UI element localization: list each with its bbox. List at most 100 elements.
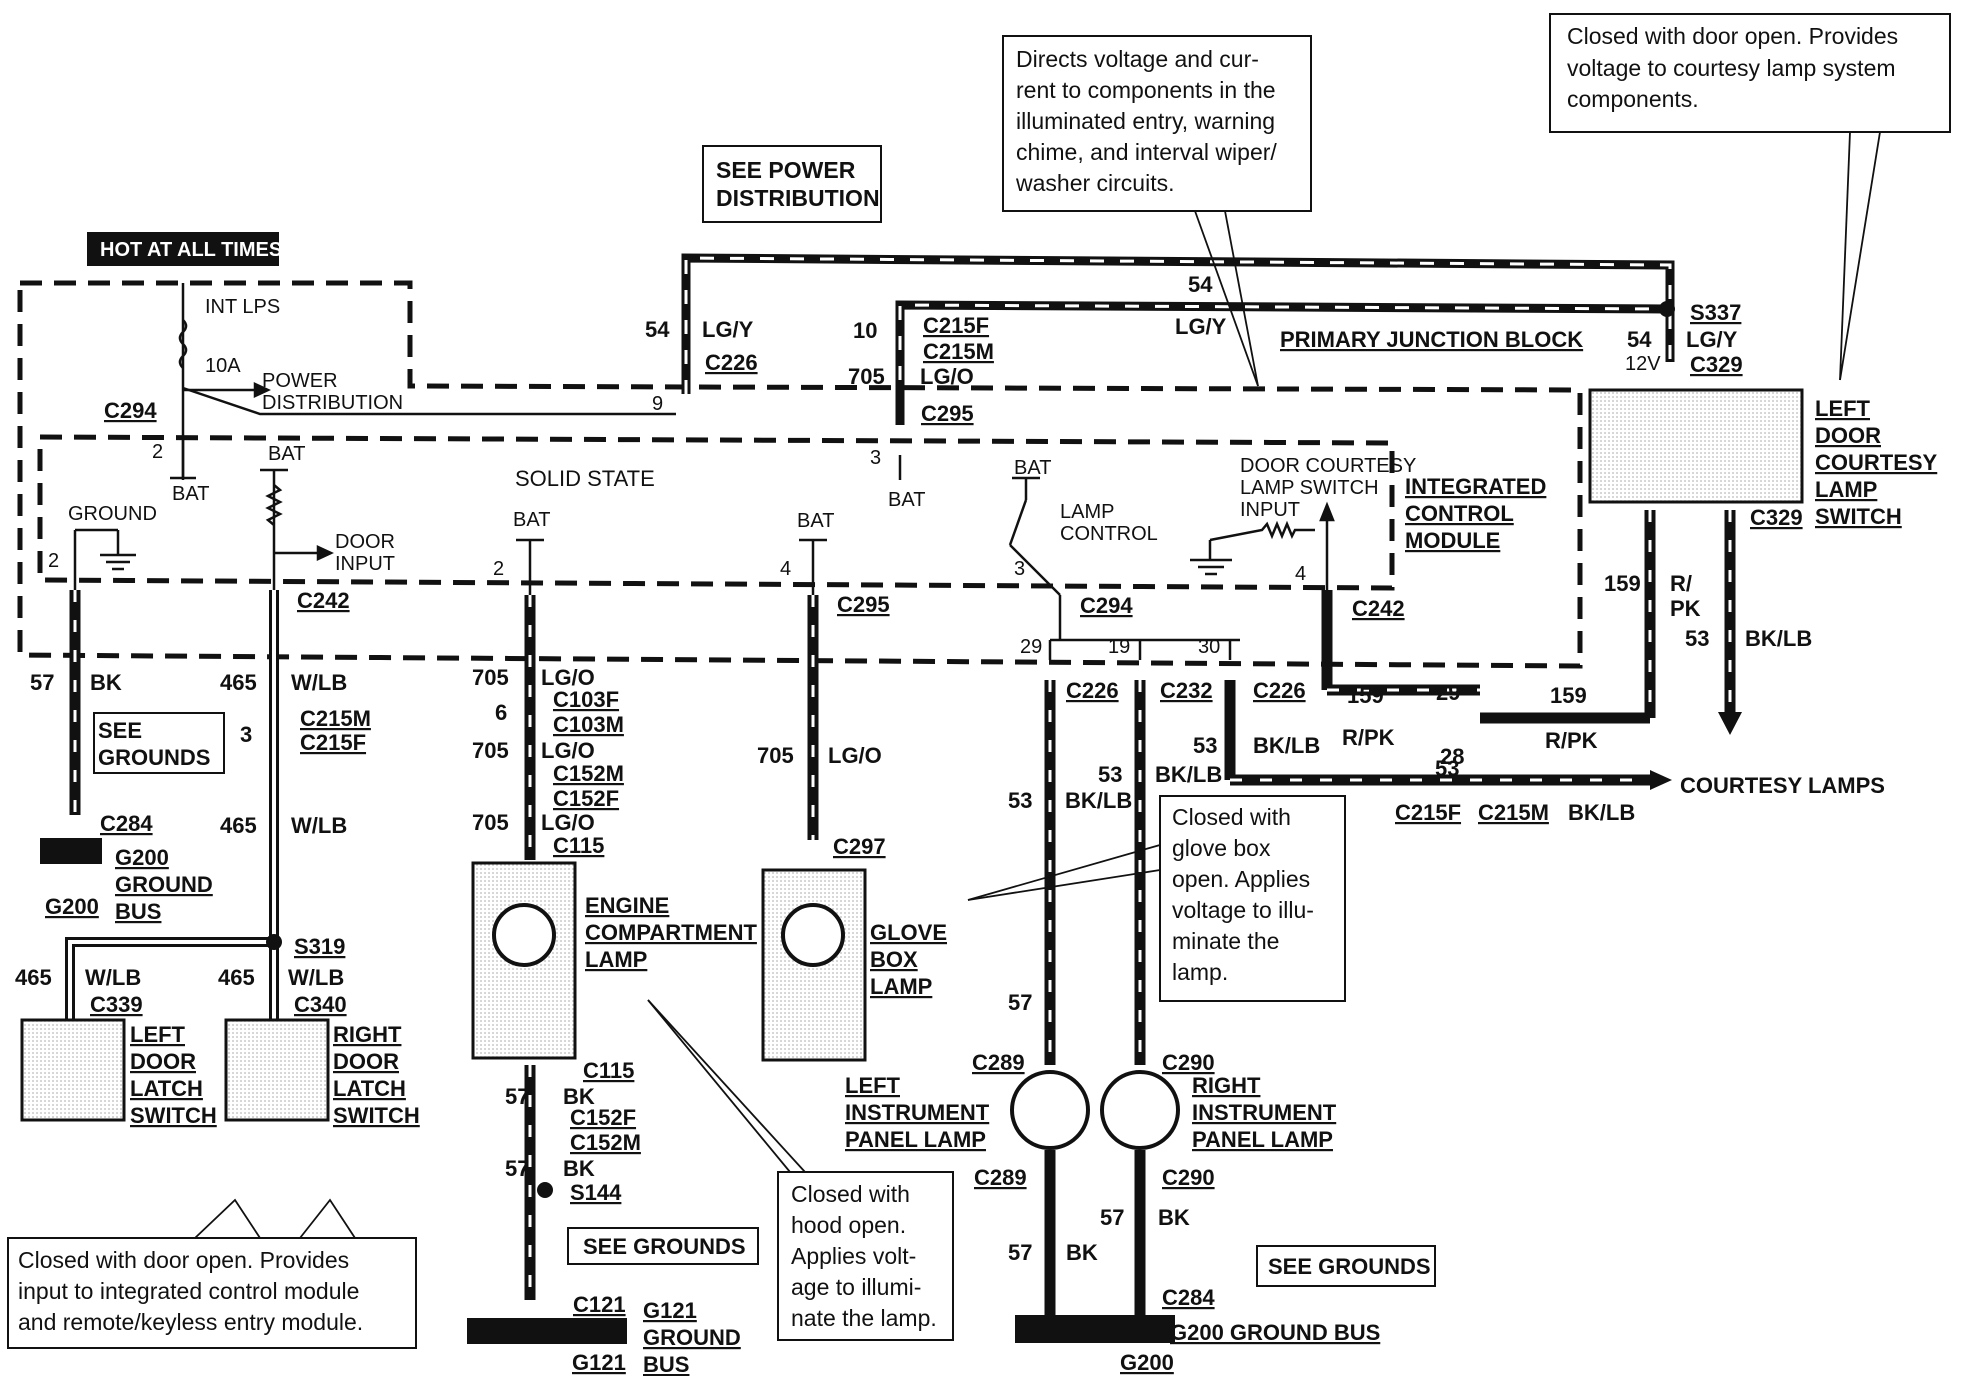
c295-lower: C295: [837, 592, 890, 617]
w-54-b: 54: [1188, 272, 1213, 297]
w-4-a: 4: [780, 558, 791, 580]
power-dist-line2: DISTRIBUTION: [262, 392, 403, 414]
w-2-a: 2: [152, 441, 163, 463]
dcls-input-line2: LAMP SWITCH: [1240, 477, 1379, 499]
w-3-b: 3: [870, 447, 881, 469]
c215f-left: C215F: [300, 730, 366, 755]
v12-label: 12V: [1625, 353, 1661, 375]
c226-right: C226: [1253, 678, 1306, 703]
wire-54-dash: [684, 256, 1672, 394]
hood-note-line2: hood open.: [791, 1212, 906, 1238]
left-door-latch-switch-box: [20, 1018, 126, 1122]
c339-label: C339: [90, 992, 143, 1017]
bat-label-2: BAT: [268, 443, 305, 465]
w-r: R/: [1670, 571, 1692, 596]
c329-top: C329: [1690, 352, 1743, 377]
ldcls-line1: LEFT: [1815, 396, 1871, 421]
w-4-b: 4: [1295, 563, 1306, 585]
courtesy-lamps-label: COURTESY LAMPS: [1680, 773, 1885, 798]
w-wlb-b: W/LB: [291, 813, 347, 838]
c340-label: C340: [294, 992, 347, 1017]
w-lgo-b: LG/O: [541, 665, 595, 690]
fuse-label: 10A: [205, 355, 241, 377]
see-grounds-ip: SEE GROUNDS: [1268, 1254, 1431, 1279]
w-57-d: 57: [1008, 990, 1032, 1015]
gbl-line3: LAMP: [870, 974, 932, 999]
callout-pointers: [194, 131, 1881, 1239]
g200-bus-inline: G200 GROUND BUS: [1170, 1320, 1380, 1345]
c329-bottom: C329: [1750, 505, 1803, 530]
c226-top: C226: [705, 350, 758, 375]
integrated-control-module-outline: [37, 434, 1395, 591]
see-grounds-box-line2: GROUNDS: [98, 745, 210, 770]
w-bklb-b: BK/LB: [1155, 762, 1222, 787]
c290-bottom: C290: [1162, 1165, 1215, 1190]
c297-label: C297: [833, 834, 886, 859]
bat-label-1: BAT: [172, 483, 209, 505]
splice-s144: [537, 1182, 553, 1198]
lipl-line2: INSTRUMENT: [845, 1100, 990, 1125]
wire-54-inner: [895, 300, 1667, 380]
w-57-b: 57: [505, 1084, 529, 1109]
ldls-line4: SWITCH: [130, 1103, 217, 1128]
glove-note-line1: Closed with: [1172, 804, 1291, 830]
w-54-a: 54: [645, 317, 670, 342]
g200-bus-line2: GROUND: [115, 872, 213, 897]
w-53-b: 53: [1098, 762, 1122, 787]
module-labels: PRIMARY JUNCTION BLOCK INTEGRATED CONTRO…: [68, 296, 1661, 575]
w-pk: PK: [1670, 596, 1701, 621]
s144-label: S144: [570, 1180, 622, 1205]
g121-bus-line2: GROUND: [643, 1325, 741, 1350]
w-57-a: 57: [30, 670, 54, 695]
c152f-label: C152F: [553, 786, 619, 811]
w-465-d: 465: [218, 965, 255, 990]
ldcls-line3: COURTESY: [1815, 450, 1938, 475]
component-labels: LEFT DOOR COURTESY LAMP SWITCH LEFT DOOR…: [45, 396, 1938, 1376]
ripl-line2: INSTRUMENT: [1192, 1100, 1337, 1125]
lipl-line1: LEFT: [845, 1073, 901, 1098]
callout-boxes: [7, 13, 1951, 1349]
w-705-b: 705: [472, 665, 509, 690]
bat-label-5: BAT: [888, 489, 925, 511]
courtesy-note-line3: components.: [1567, 86, 1699, 112]
c115-top: C115: [553, 833, 604, 858]
w-bklb-e: BK/LB: [1745, 626, 1812, 651]
ldcls-line4: LAMP: [1815, 477, 1877, 502]
w-lgy-c: LG/Y: [1686, 327, 1738, 352]
see-power-distribution-line2: DISTRIBUTION: [716, 185, 880, 211]
c290-top: C290: [1162, 1050, 1215, 1075]
heavy-wires-dash: [73, 510, 1732, 1300]
courtesy-note-line1: Closed with door open. Provides: [1567, 23, 1898, 49]
gbl-line2: BOX: [870, 947, 918, 972]
w-wlb-c: W/LB: [85, 965, 141, 990]
glove-note-line6: lamp.: [1172, 959, 1228, 985]
s337-label: S337: [1690, 300, 1741, 325]
glove-note-line5: minate the: [1172, 928, 1279, 954]
lipl-line3: PANEL LAMP: [845, 1127, 986, 1152]
c284-left: C284: [100, 811, 153, 836]
c242-right: C242: [1352, 596, 1405, 621]
c295-top: C295: [921, 401, 974, 426]
w-29-a: 29: [1436, 680, 1460, 705]
lamp-control-line1: LAMP: [1060, 501, 1114, 523]
ecl-line3: LAMP: [585, 947, 647, 972]
c284-bottom: C284: [1162, 1285, 1215, 1310]
hot-at-all-times-label: HOT AT ALL TIMES: [100, 239, 282, 261]
s319-label: S319: [294, 934, 345, 959]
rdls-line4: SWITCH: [333, 1103, 420, 1128]
w-wlb-d: W/LB: [288, 965, 344, 990]
w-705-d: 705: [472, 810, 509, 835]
w-6: 6: [495, 700, 507, 725]
rdls-line1: RIGHT: [333, 1022, 402, 1047]
w-159-b: 159: [1347, 683, 1384, 708]
w-30: 30: [1198, 636, 1220, 658]
ground-label: GROUND: [68, 503, 157, 525]
right-door-latch-switch-box: [224, 1018, 330, 1122]
ldls-line1: LEFT: [130, 1022, 186, 1047]
w-54-c: 54: [1627, 327, 1652, 352]
w-lgo-a: LG/O: [920, 364, 974, 389]
dcls-input-line3: INPUT: [1240, 499, 1300, 521]
w-705-a: 705: [848, 364, 885, 389]
w-465-a: 465: [220, 670, 257, 695]
